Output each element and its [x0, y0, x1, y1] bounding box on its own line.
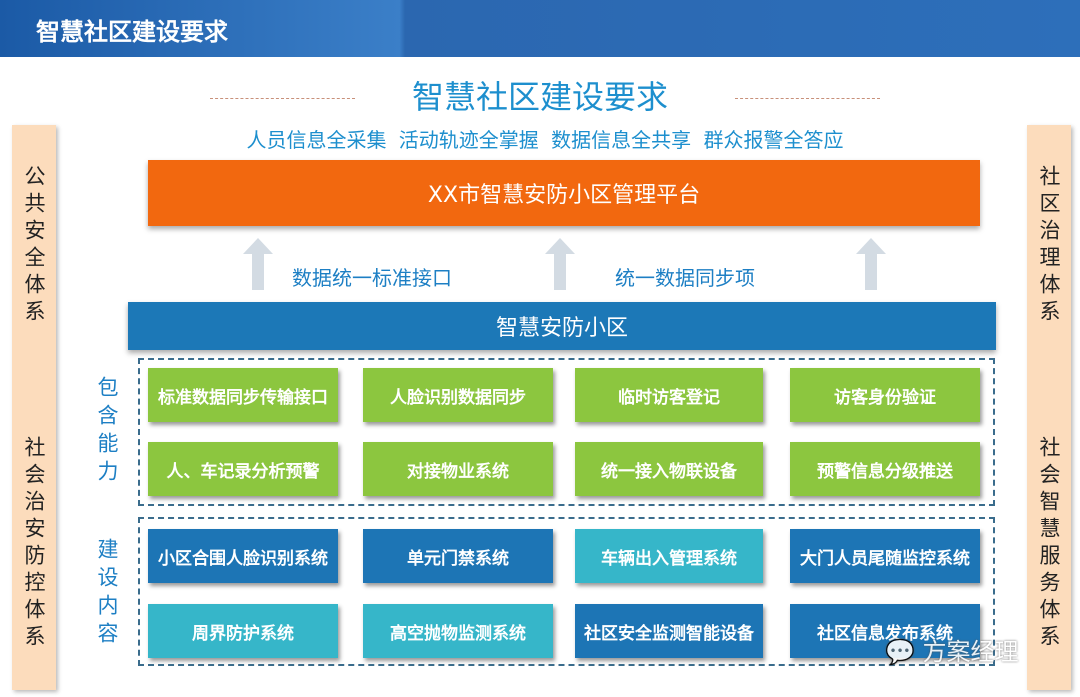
- contents-box: [138, 517, 995, 666]
- contents-label: 建设内容: [95, 538, 119, 650]
- capability-item: 访客身份验证: [790, 368, 980, 422]
- watermark-text: 方案经理: [922, 638, 1019, 666]
- interface-label: 统一数据同步项: [615, 266, 755, 290]
- content-item: 社区信息发布系统: [790, 604, 980, 658]
- main-title: 智慧社区建设要求: [411, 78, 668, 116]
- content-item: 单元门禁系统: [363, 529, 553, 583]
- up-arrow-icon: [545, 238, 575, 290]
- content-item: 社区安全监测智能设备: [575, 604, 763, 658]
- right-panel-bottom: 社会智慧服务体系: [1037, 436, 1061, 652]
- header-title: 智慧社区建设要求: [36, 18, 228, 46]
- capability-item: 标准数据同步传输接口: [148, 368, 338, 422]
- divider: [210, 98, 355, 99]
- capability-item: 对接物业系统: [363, 442, 553, 496]
- community-bar: 智慧安防小区: [128, 302, 996, 350]
- left-panel: 公共安全体系 社会治安防控体系: [12, 125, 56, 690]
- left-panel-top: 公共安全体系: [22, 165, 46, 327]
- content-item: 周界防护系统: [148, 604, 338, 658]
- right-panel: 社区治理体系 社会智慧服务体系: [1027, 125, 1071, 690]
- up-arrow-icon: [243, 238, 273, 290]
- capabilities-label: 包含能力: [95, 376, 119, 488]
- platform-bar: XX市智慧安防小区管理平台: [148, 160, 980, 226]
- content-item: 大门人员尾随监控系统: [790, 529, 980, 583]
- left-panel-bottom: 社会治安防控体系: [22, 436, 46, 652]
- content-item: 高空抛物监测系统: [363, 604, 553, 658]
- capability-item: 预警信息分级推送: [790, 442, 980, 496]
- capability-item: 统一接入物联设备: [575, 442, 763, 496]
- capability-item: 临时访客登记: [575, 368, 763, 422]
- divider: [735, 98, 880, 99]
- content-item: 车辆出入管理系统: [575, 529, 763, 583]
- wechat-icon: 💬: [885, 638, 915, 666]
- watermark: 💬 方案经理: [885, 632, 1019, 667]
- capability-item: 人脸识别数据同步: [363, 368, 553, 422]
- interface-label: 数据统一标准接口: [292, 266, 452, 290]
- content-item: 小区合围人脸识别系统: [148, 529, 338, 583]
- capability-item: 人、车记录分析预警: [148, 442, 338, 496]
- right-panel-top: 社区治理体系: [1037, 165, 1061, 327]
- up-arrow-icon: [856, 238, 886, 290]
- header-bar: 智慧社区建设要求: [0, 0, 1080, 57]
- capabilities-box: [138, 358, 995, 506]
- subtitle: 人员信息全采集 活动轨迹全掌握 数据信息全共享 群众报警全答应: [246, 128, 844, 152]
